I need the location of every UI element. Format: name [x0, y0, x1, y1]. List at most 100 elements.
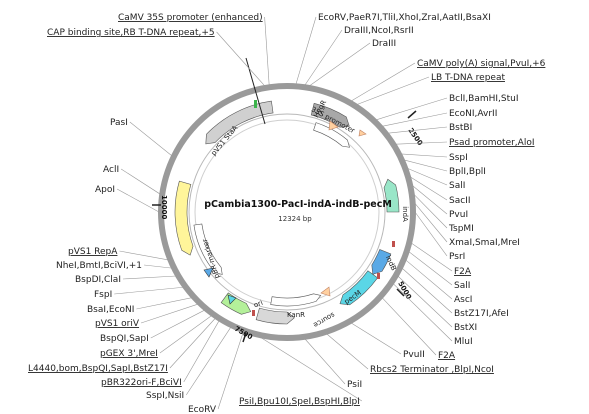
site-label: EcoRV [188, 405, 217, 414]
feature-hygr [310, 102, 350, 128]
site-leader-line [260, 336, 363, 402]
site-label: BstZ17I,AfeI [454, 309, 509, 319]
site-label: pGEX 3',MreI [100, 349, 158, 359]
site-leader-line [411, 242, 453, 272]
feature-pvs1-staa [205, 100, 274, 145]
site-leader-line [140, 303, 199, 324]
site-label: FspI [94, 290, 112, 300]
site-leader-line [309, 42, 371, 87]
feature-kanr [255, 307, 295, 325]
site-leader-line [304, 338, 346, 385]
site-label: CAP binding site,RB T-DNA repeat,+5 [47, 28, 215, 38]
site-leader-line [414, 211, 448, 257]
feature-label-ori: ori [253, 299, 264, 310]
feature-pbr-marker [193, 223, 223, 275]
site-label: AclI [103, 165, 119, 175]
site-label: EcoNI,AvrII [449, 109, 497, 119]
site-label: SalI [454, 281, 470, 291]
tdna-boundary-line [245, 57, 266, 125]
site-label: CaMV 35S promoter (enhanced) [118, 13, 263, 23]
site-leader-line [381, 297, 437, 356]
plasmid-name: pCambia1300-PacI-indA-indB-pecM [204, 199, 392, 210]
site-leader-line [185, 326, 232, 396]
site-label: PasI [110, 118, 128, 128]
site-leader-line [119, 250, 169, 261]
site-label: PvuII [403, 350, 425, 360]
site-leader-line [413, 193, 448, 229]
site-label: Psad promoter,AloI [449, 138, 535, 148]
feature-label-pecm: pecM [343, 289, 363, 306]
site-label: F2A [454, 267, 472, 277]
site-leader-line [350, 62, 416, 102]
site-label: BclI,BamHI,StuI [449, 94, 518, 104]
site-label: BspDI,ClaI [75, 275, 121, 285]
site-label: AscI [454, 295, 472, 305]
site-label: pVS1 RepA [68, 247, 118, 257]
site-leader-line [414, 202, 448, 243]
backbone-outer-ring [158, 83, 416, 341]
site-leader-line [264, 16, 270, 86]
site-leader-line [295, 16, 317, 85]
tick-10000: 10000 [160, 195, 168, 219]
site-leader-line [136, 297, 192, 310]
site-leader-line [159, 315, 212, 354]
site-label: CaMV poly(A) signal,PvuI,+6 [417, 59, 546, 69]
site-label: SalI [449, 181, 465, 191]
site-label: L4440,bom,BspQI,SapI,BstZ17I [28, 364, 168, 374]
site-label: SspI,NsiI [146, 391, 184, 401]
site-label: pBR322ori-F,BciVI [101, 378, 182, 388]
site-leader-line [403, 159, 448, 172]
feature-35s-promoter [313, 122, 350, 148]
feature-markers [203, 100, 395, 316]
site-leader-line [116, 188, 160, 213]
site-label: BplI,BplI [449, 167, 486, 177]
site-leader-line [144, 264, 172, 269]
site-leader-line [409, 176, 448, 201]
feature-label-source: source [312, 310, 336, 329]
site-label: PsiI,Bpu10I,SpeI,BspHI,BlpI [239, 397, 360, 407]
feature-label-kanr: KanR [287, 311, 305, 319]
site-leader-line [412, 185, 448, 215]
site-leader-line [120, 168, 161, 195]
site-leader-line [169, 317, 216, 369]
plasmid-length: 12324 bp [278, 215, 312, 223]
feature-indb [371, 249, 392, 275]
site-label: PvuI [449, 210, 468, 220]
site-leader-line [356, 76, 430, 105]
site-label: SacII [449, 196, 471, 206]
site-leader-line [408, 251, 453, 286]
site-leader-line [387, 126, 448, 134]
site-leader-line [401, 267, 453, 314]
site-label: LB T-DNA repeat [431, 73, 505, 83]
site-label: SspI [449, 153, 468, 163]
site-label: pVS1 oriV [95, 319, 140, 329]
site-label: BspQI,SapI [100, 334, 149, 344]
site-leader-line [217, 332, 244, 410]
feature-pecm [339, 270, 379, 306]
site-label: DraIII,NcoI,RsrII [344, 26, 414, 36]
scale-ticks [152, 110, 417, 343]
site-leader-line [150, 309, 205, 339]
site-label: F2A [438, 351, 456, 361]
site-leader-line [382, 112, 448, 127]
site-label: PsiI [347, 380, 362, 390]
site-label: DraIII [372, 39, 396, 49]
backbone-inner-ring [188, 113, 386, 311]
site-leader-line [395, 141, 448, 145]
feature-label-pbr-marker: pBR-marker [201, 238, 221, 280]
site-leader-line [401, 153, 448, 158]
site-leader-line [114, 286, 184, 295]
site-label: PsrI [449, 252, 465, 262]
site-label: EcoRV,PaeR7I,TliI,XhoI,ZraI,AatII,BsaXI [318, 13, 491, 23]
site-leader-line [407, 167, 448, 186]
site-leader-line [129, 121, 173, 157]
site-leader-line [350, 322, 402, 355]
site-label: MluI [454, 337, 473, 347]
site-leader-line [392, 283, 453, 342]
site-label: BstBI [449, 123, 472, 133]
site-leader-line [397, 275, 453, 328]
site-leader-line [326, 333, 369, 370]
site-label: BstXI [454, 323, 477, 333]
feature-pvs1-repa [174, 180, 194, 256]
